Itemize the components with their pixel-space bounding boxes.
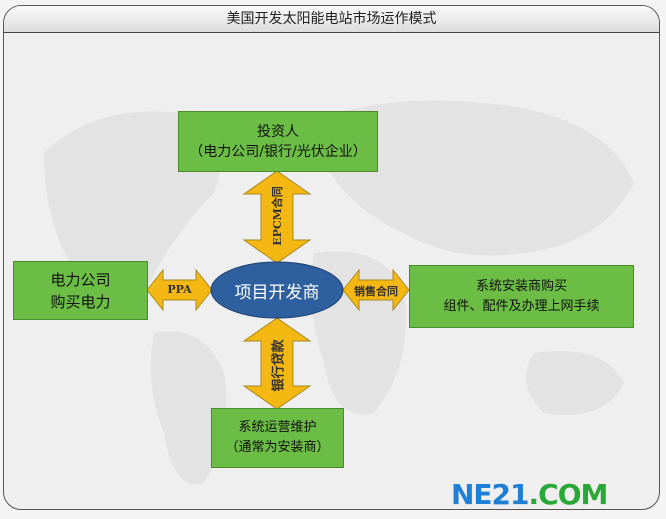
title-bar: 美国开发太阳能电站市场运作模式 — [4, 6, 659, 33]
investor-subtitle: （电力公司/银行/光伏企业） — [189, 143, 367, 160]
operator-title: 系统运营维护 — [238, 420, 317, 435]
installer-box: 系统安装商购买 组件、配件及办理上网手续 — [409, 265, 634, 328]
label-ppa: PPA — [167, 283, 192, 296]
center-label: 项目开发商 — [234, 283, 320, 303]
operator-box: 系统运营维护 （通常为安装商） — [211, 408, 344, 468]
utility-box: 电力公司 购买电力 — [13, 261, 148, 320]
center-ellipse — [210, 261, 344, 319]
installer-subtitle: 组件、配件及办理上网手续 — [443, 298, 600, 314]
operator-subtitle: （通常为安装商） — [225, 440, 330, 455]
label-sales-contract: 销售合同 — [354, 285, 398, 298]
diagram-frame: 美国开发太阳能电站市场运作模式 — [3, 5, 660, 510]
label-epcm-contract: EPCM合同 — [271, 186, 284, 246]
logo-part2: .COM — [528, 478, 609, 511]
utility-subtitle: 购买电力 — [50, 292, 111, 311]
investor-title: 投资人 — [257, 123, 299, 140]
logo-part1: NE21 — [451, 478, 530, 511]
ne21-logo: NE21.COM — [451, 478, 609, 511]
label-bank-loan: 银行贷款 — [271, 339, 287, 392]
installer-title: 系统安装商购买 — [475, 278, 567, 294]
investor-box: 投资人 （电力公司/银行/光伏企业） — [178, 111, 378, 172]
utility-title: 电力公司 — [50, 270, 111, 289]
